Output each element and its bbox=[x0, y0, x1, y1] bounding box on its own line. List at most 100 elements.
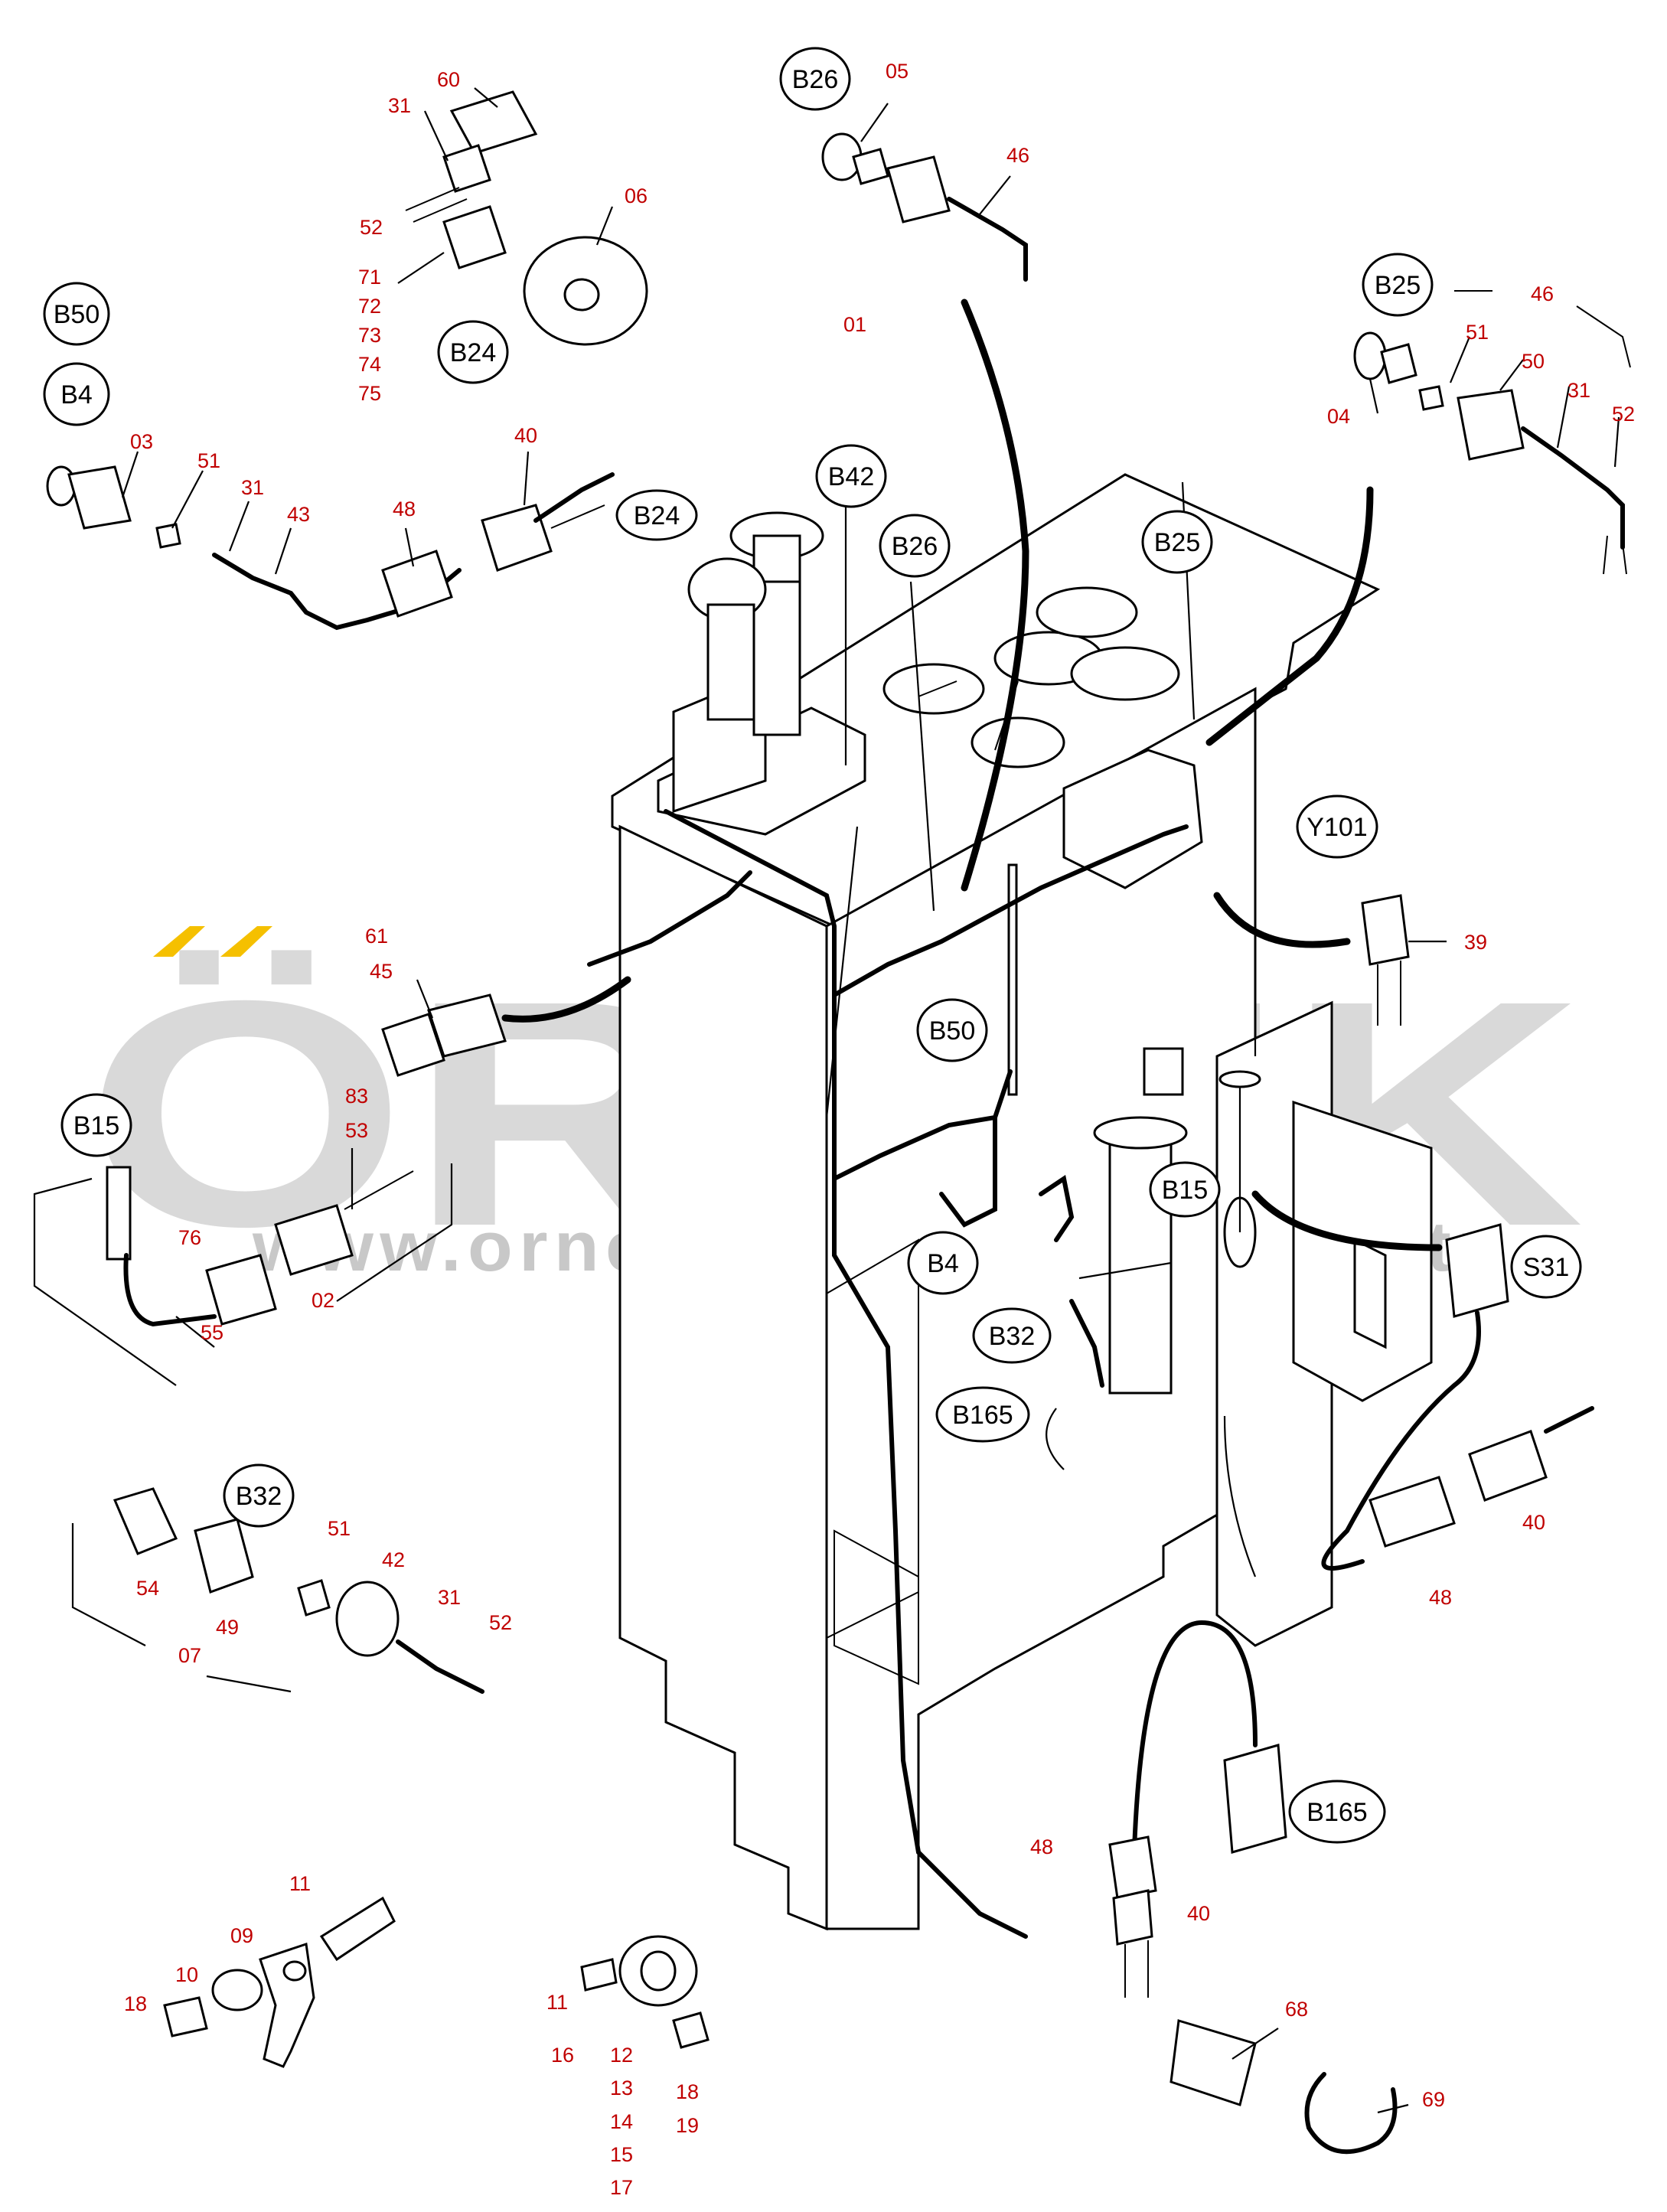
ref-b165-main: B165 bbox=[935, 1386, 1030, 1443]
part-number: 45 bbox=[370, 960, 393, 983]
hardware-group-center bbox=[580, 1935, 710, 2049]
part-number: 17 bbox=[610, 2176, 633, 2199]
ref-s31: S31 bbox=[1510, 1235, 1582, 1299]
part-number: 46 bbox=[1006, 144, 1029, 167]
machine-body bbox=[587, 473, 1433, 1939]
b4-detail bbox=[46, 451, 615, 631]
part-number: 51 bbox=[328, 1517, 351, 1540]
part-number: 11 bbox=[289, 1872, 311, 1895]
hardware-group-left bbox=[163, 1896, 396, 2068]
b25-detail bbox=[1353, 290, 1631, 575]
ref-b32-left: B32 bbox=[223, 1463, 295, 1528]
part-number: 69 bbox=[1422, 2088, 1445, 2111]
ref-b25-main: B25 bbox=[1141, 510, 1213, 574]
svg-text:B50: B50 bbox=[929, 1016, 976, 1046]
svg-text:B50: B50 bbox=[54, 300, 100, 329]
b26-detail bbox=[821, 103, 1028, 282]
svg-text:B24: B24 bbox=[450, 338, 497, 367]
ref-b50-main: B50 bbox=[916, 998, 988, 1062]
part-number: 52 bbox=[489, 1611, 512, 1634]
ref-b24-left: B24 bbox=[437, 320, 509, 384]
part-numbers: 60 31 52 06 71 72 73 74 75 05 46 01 46 5… bbox=[124, 60, 1635, 2199]
watermark-accent-right bbox=[220, 926, 272, 957]
svg-text:B26: B26 bbox=[792, 65, 839, 94]
part-number: 76 bbox=[178, 1226, 201, 1249]
part-number: 19 bbox=[676, 2114, 699, 2137]
part-number: 03 bbox=[130, 430, 153, 453]
svg-text:B4: B4 bbox=[927, 1249, 959, 1278]
b32-detail bbox=[71, 1487, 484, 1694]
part-number: 11 bbox=[546, 1991, 568, 2014]
part-number: 48 bbox=[393, 498, 416, 520]
part-number: 71 bbox=[358, 266, 381, 289]
part-number: 31 bbox=[241, 476, 264, 499]
part-number: 12 bbox=[610, 2044, 633, 2067]
svg-text:B24: B24 bbox=[634, 501, 680, 530]
part-number: 18 bbox=[676, 2080, 699, 2103]
y101-detail bbox=[1361, 894, 1447, 1026]
part-number: 39 bbox=[1464, 931, 1487, 954]
ref-b15-main: B15 bbox=[1149, 1161, 1221, 1218]
part-number: 09 bbox=[230, 1924, 253, 1947]
svg-text:B32: B32 bbox=[989, 1322, 1036, 1351]
hardware-group-right bbox=[1170, 2019, 1409, 2155]
ref-b42: B42 bbox=[815, 444, 887, 508]
ref-b4-top: B4 bbox=[43, 362, 110, 426]
part-number: 60 bbox=[437, 68, 460, 91]
part-number: 48 bbox=[1429, 1586, 1452, 1609]
part-number: 52 bbox=[360, 216, 383, 239]
part-number: 43 bbox=[287, 503, 310, 526]
watermark-accent-left bbox=[153, 926, 205, 957]
part-number: 49 bbox=[216, 1616, 239, 1639]
part-number: 83 bbox=[345, 1085, 368, 1108]
ref-b165-bottom: B165 bbox=[1288, 1780, 1386, 1844]
part-number: 40 bbox=[1522, 1511, 1545, 1534]
ref-b50-top: B50 bbox=[43, 282, 110, 346]
svg-text:B165: B165 bbox=[952, 1401, 1013, 1430]
s31-detail bbox=[1321, 1223, 1594, 1571]
part-number: 40 bbox=[514, 424, 537, 447]
svg-text:B15: B15 bbox=[1162, 1176, 1209, 1205]
ref-b26-main: B26 bbox=[879, 514, 951, 578]
ref-b15-left: B15 bbox=[60, 1093, 132, 1157]
svg-text:B42: B42 bbox=[828, 462, 875, 491]
part-number: 53 bbox=[345, 1119, 368, 1142]
part-number: 02 bbox=[312, 1289, 334, 1312]
part-number: 06 bbox=[625, 184, 648, 207]
part-number: 18 bbox=[124, 1992, 147, 2015]
part-number: 16 bbox=[551, 2044, 574, 2067]
svg-text:B4: B4 bbox=[60, 380, 93, 409]
b165-detail bbox=[1108, 1620, 1287, 1998]
svg-text:B32: B32 bbox=[236, 1482, 282, 1511]
svg-text:S31: S31 bbox=[1523, 1253, 1570, 1282]
part-number: 75 bbox=[358, 382, 381, 405]
svg-text:Y101: Y101 bbox=[1307, 813, 1367, 842]
part-number: 31 bbox=[388, 94, 411, 117]
part-number: 04 bbox=[1327, 405, 1350, 428]
part-number: 72 bbox=[358, 295, 381, 318]
ref-b4-main: B4 bbox=[907, 1231, 979, 1295]
b24-detail bbox=[397, 87, 648, 346]
part-number: 05 bbox=[886, 60, 909, 83]
b15-detail bbox=[33, 1148, 453, 1386]
ref-b24-main: B24 bbox=[615, 489, 698, 541]
svg-text:B165: B165 bbox=[1307, 1798, 1367, 1827]
reference-bubbles: B50 B4 B24 B26 B25 B42 B24 B26 B25 Y101 … bbox=[43, 47, 1582, 1844]
ref-b32-main: B32 bbox=[972, 1307, 1052, 1364]
ref-y101: Y101 bbox=[1296, 794, 1378, 859]
part-number: 68 bbox=[1285, 1998, 1308, 2021]
part-number: 61 bbox=[365, 925, 388, 948]
part-number: 07 bbox=[178, 1644, 201, 1667]
part-number: 46 bbox=[1531, 282, 1554, 305]
ref-b25-right: B25 bbox=[1362, 253, 1434, 317]
part-number: 40 bbox=[1187, 1902, 1210, 1925]
part-number: 14 bbox=[610, 2110, 633, 2133]
part-number: 13 bbox=[610, 2077, 633, 2099]
ref-b26-top: B26 bbox=[779, 47, 851, 111]
part-number: 31 bbox=[438, 1586, 461, 1609]
part-number: 01 bbox=[843, 313, 866, 336]
part-number: 51 bbox=[1466, 321, 1489, 344]
svg-text:B25: B25 bbox=[1154, 528, 1201, 557]
part-number: 55 bbox=[201, 1321, 223, 1344]
